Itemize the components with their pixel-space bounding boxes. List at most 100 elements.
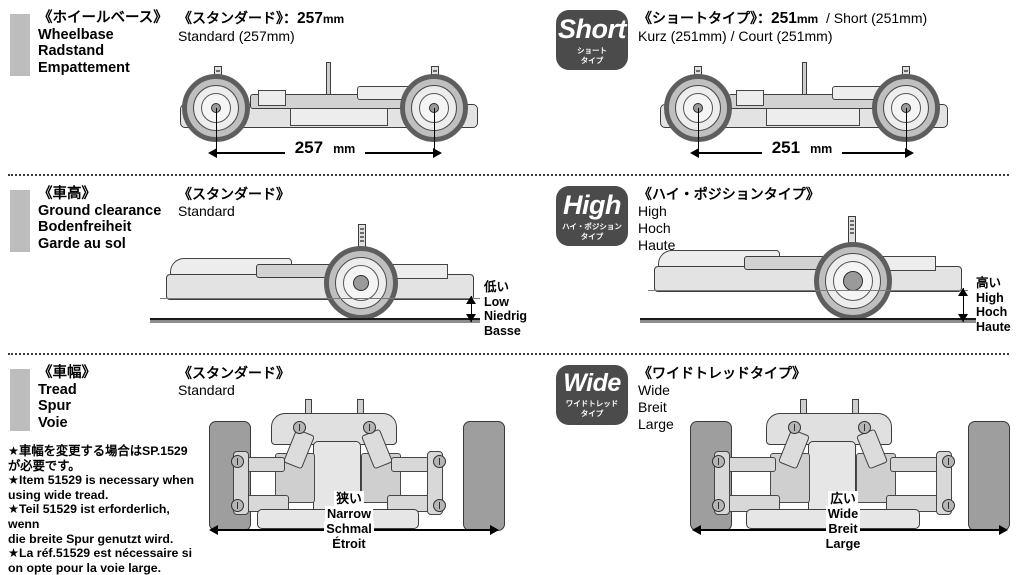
category-ground-clearance-jp: 《車高》 (38, 186, 96, 202)
variant-value-standard-wheelbase: 257 (297, 10, 323, 27)
callout-low: 低い Low Niedrig Basse (484, 280, 527, 338)
clearance-dimension-high (958, 288, 969, 322)
section-tread: 《車幅》 Tread Spur Voie ★車幅を変更する場合はSP.1529 … (0, 355, 1017, 575)
category-wheelbase-fr: Empattement (38, 59, 130, 76)
variant-value-short: 251 (771, 10, 797, 27)
variant-title-standard-wheelbase: 《スタンダード》：257mm Standard (257mm) (178, 10, 345, 44)
variant-jp-short: 《ショートタイプ》 (638, 10, 757, 26)
variant-jp-wide: 《ワイドトレッドタイプ》 (638, 365, 806, 381)
screw-tower-left (788, 421, 801, 434)
servo-block (736, 90, 764, 106)
dimension-tick-left (698, 108, 700, 154)
chassis-reference-line-low (160, 298, 480, 300)
section-divider-2 (8, 353, 1009, 355)
arrow-left-icon (209, 525, 218, 535)
arrow-right-icon (433, 148, 442, 158)
arrow-right-icon (905, 148, 914, 158)
variant-jp-standard-wheelbase: 《スタンダード》 (178, 10, 283, 26)
badge-high-title: High (563, 190, 622, 220)
arrow-down-icon (466, 314, 476, 322)
battery-pack (766, 108, 860, 126)
variant-jp-standard-clearance: 《スタンダード》 (178, 186, 290, 202)
variant-title-wide: 《ワイドトレッドタイプ》 Wide Breit Large (638, 365, 806, 433)
wheel-rear (324, 246, 398, 320)
arrow-right-icon (490, 525, 499, 535)
callout-low-fr: Basse (484, 323, 521, 338)
screw-tower-left (293, 421, 306, 434)
variant-wide-en: Wide (638, 382, 670, 398)
note-line: ★車幅を変更する場合はSP.1529 (8, 444, 188, 458)
screw-tower-right (363, 421, 376, 434)
screw-lower-right (942, 499, 955, 512)
accent-bar-tread (10, 369, 30, 431)
callout-wide-fr: Large (823, 536, 863, 551)
dimension-tick-right (906, 108, 908, 154)
badge-wide-sub2: タイプ (580, 408, 604, 418)
note-line: ★La réf.51529 est nécessaire si (8, 546, 192, 561)
category-wheelbase-en: Wheelbase (38, 26, 114, 43)
variant-unit-short: mm (796, 12, 819, 26)
callout-narrow-fr: Étroit (330, 536, 368, 551)
note-line: on opte pour la voie large. (8, 560, 162, 575)
wheel-front (664, 74, 732, 142)
badge-high-sub2: タイプ (580, 231, 604, 241)
arrow-left-icon (208, 148, 217, 158)
screw-tower-right (858, 421, 871, 434)
variant-unit-standard-wheelbase: mm (322, 12, 345, 26)
variant-title-standard-tread: 《スタンダード》 Standard (178, 365, 290, 399)
badge-short: Short ショート タイプ (556, 10, 628, 70)
callout-low-jp: 低い (484, 280, 510, 294)
badge-wide-sub1: ワイドトレッド (565, 399, 619, 408)
category-tread: 《車幅》 Tread Spur Voie (38, 365, 96, 431)
screw-left (712, 455, 725, 468)
callout-narrow-en: Narrow (324, 506, 374, 521)
callout-wide-de: Breit (826, 521, 860, 536)
chassis-clearance-high (648, 216, 968, 320)
category-ground-clearance: 《車高》 Ground clearance Bodenfreiheit Gard… (38, 186, 161, 252)
dimension-value: 257 (289, 138, 329, 157)
callout-low-de: Niedrig (484, 309, 528, 324)
callout-high-en: High (976, 290, 1004, 305)
chassis-reference-line-high (648, 290, 968, 292)
variant-high-fr: Haute (638, 237, 676, 253)
callout-narrow-de: Schmal (324, 521, 374, 536)
callout-high-fr: Haute (976, 319, 1011, 334)
dimension-unit: mm (805, 142, 838, 156)
tire-right (463, 421, 505, 531)
callout-high-de: Hoch (976, 305, 1008, 320)
category-tread-fr: Voie (38, 414, 68, 431)
note-line: ★Item 51529 is necessary when (8, 473, 195, 488)
category-ground-clearance-de: Bodenfreiheit (38, 219, 132, 235)
suspension-arm-right (890, 457, 940, 472)
accent-bar-wheelbase (10, 14, 30, 76)
category-tread-en: Tread (38, 381, 77, 398)
screw-right (942, 455, 955, 468)
arrow-down-icon (958, 314, 968, 322)
dimension-tick-left (216, 108, 218, 154)
chassis-body (654, 266, 962, 292)
callout-narrow-jp: 狭い (334, 491, 364, 506)
badge-short-title: Short (558, 14, 627, 44)
category-wheelbase-jp: 《ホイールベース》 (38, 10, 168, 26)
badge-high-sub1: ハイ・ポジション (562, 222, 622, 231)
callout-low-en: Low (484, 294, 509, 309)
badge-short-sub1: ショート (577, 46, 607, 55)
ground-line-standard (150, 318, 480, 323)
section-ground-clearance: 《車高》 Ground clearance Bodenfreiheit Gard… (0, 176, 1017, 354)
badge-high: High ハイ・ポジション タイプ (556, 186, 628, 246)
variant-sub-standard-clearance: Standard (178, 203, 235, 219)
variant-title-short-wheelbase: 《ショートタイプ》：251mm / Short (251mm) Kurz (25… (638, 10, 928, 44)
variant-high-en: High (638, 203, 667, 219)
section-divider-1 (8, 174, 1009, 176)
category-ground-clearance-en: Ground clearance (38, 202, 162, 219)
variant-title-standard-clearance: 《スタンダード》 Standard (178, 186, 290, 220)
category-wheelbase: 《ホイールベース》 Wheelbase Radstand Empattement (38, 10, 168, 76)
section-wheelbase: 《ホイールベース》 Wheelbase Radstand Empattement… (0, 0, 1017, 175)
callout-narrow: 狭い Narrow Schmal Étroit (284, 491, 414, 551)
battery-pack (290, 108, 388, 126)
callout-wide: 広い Wide Breit Large (778, 491, 908, 551)
clearance-dimension-low (466, 296, 477, 322)
wheel-hub (843, 271, 863, 291)
dimension-line (963, 288, 965, 322)
